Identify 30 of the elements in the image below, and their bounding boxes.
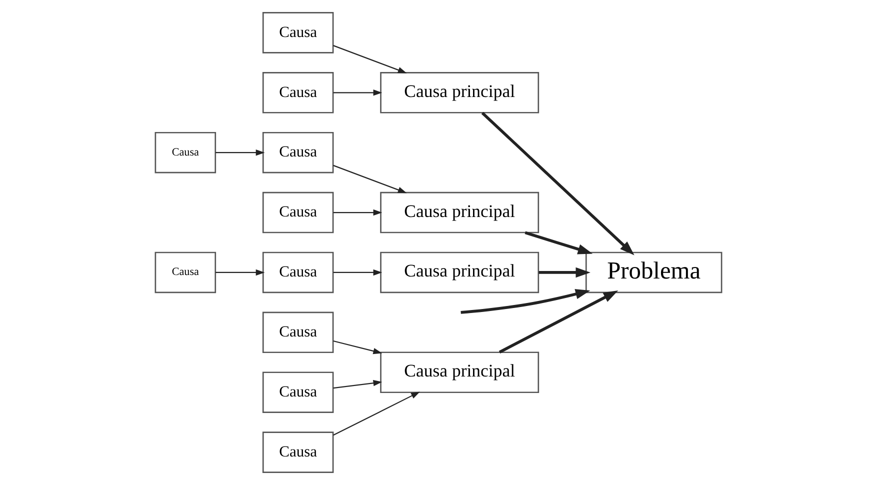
node-box: Problema (585, 252, 722, 294)
node-box: Causa principal (380, 192, 540, 234)
arrow (333, 380, 382, 389)
node-box: Causa (262, 72, 334, 114)
arrow (333, 90, 382, 96)
node-box: Causa (262, 192, 334, 234)
node-box: Causa (262, 12, 334, 54)
node-box: Causa principal (380, 252, 540, 294)
arrow (333, 209, 382, 216)
arrow (538, 267, 590, 278)
node-box: Causa (154, 252, 216, 294)
arrow (216, 269, 265, 276)
arrow (460, 289, 590, 314)
arrow (333, 45, 407, 74)
arrow (333, 164, 407, 194)
arrow (481, 112, 634, 256)
arrow (524, 231, 593, 254)
arrow (333, 340, 382, 354)
node-box: Causa principal (380, 352, 540, 394)
node-box: Causa (262, 132, 334, 174)
node-box: Causa (262, 312, 334, 354)
arrow (333, 269, 382, 276)
arrow (333, 392, 420, 436)
arrow (216, 149, 265, 156)
node-box: Causa (154, 132, 216, 174)
arrow (498, 290, 618, 354)
node-box: Causa (262, 372, 334, 413)
node-box: Causa (262, 432, 334, 473)
node-box: Causa principal (380, 72, 540, 114)
node-box: Causa (262, 252, 334, 294)
